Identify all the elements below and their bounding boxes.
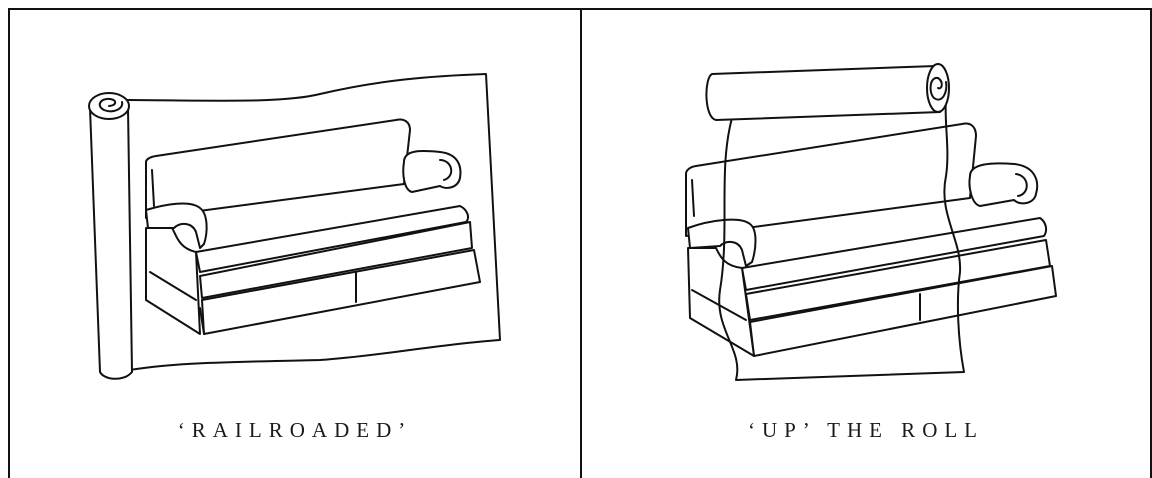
railroaded-illustration <box>88 73 501 380</box>
sofa-left-arm <box>145 202 208 249</box>
fabric-sheet <box>718 99 965 381</box>
railroaded-caption: ‘RAILROADED’ <box>177 418 413 442</box>
up-the-roll-illustration <box>685 63 1057 381</box>
sofa-back <box>685 122 977 237</box>
fabric-sheet <box>111 73 501 371</box>
fabric-roll <box>705 65 941 121</box>
sofa-left-arm <box>687 218 757 267</box>
sofa-front-rail <box>199 221 473 299</box>
fabric-roll <box>89 107 133 380</box>
sofa-skirt <box>201 249 481 335</box>
up-the-roll-panel <box>580 8 1152 478</box>
sofa-side <box>687 247 755 357</box>
railroaded-panel <box>8 8 582 478</box>
roll-spiral <box>929 76 948 101</box>
sofa-side <box>145 227 201 335</box>
sofa-seat <box>741 217 1048 291</box>
sofa-back <box>145 118 411 219</box>
up-the-roll-caption: ‘UP’ THE ROLL <box>747 418 985 442</box>
roll-spiral <box>98 97 124 113</box>
